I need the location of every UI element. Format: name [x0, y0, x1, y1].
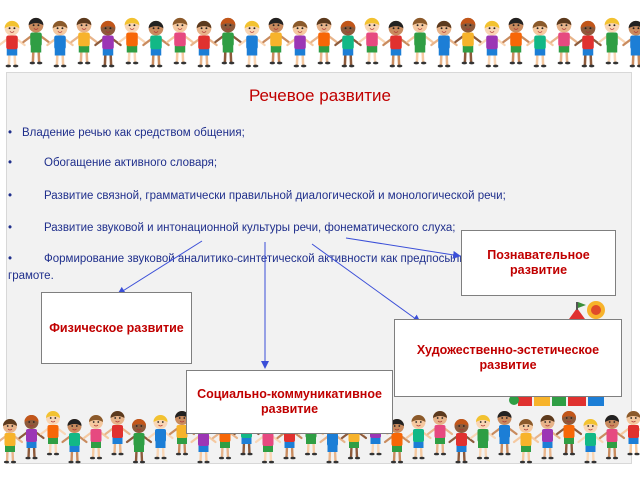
- bullet-item: •Формирование звуковой аналитико-синтети…: [8, 253, 524, 265]
- child-figure: [190, 20, 218, 68]
- child-figure: [142, 20, 170, 68]
- child-figure: [555, 411, 583, 456]
- child-figure: [238, 20, 266, 68]
- box-cognitive-development: Познавательное развитие: [461, 230, 616, 296]
- child-figure: [0, 20, 26, 68]
- child-figure: [534, 415, 561, 460]
- child-figure: [118, 17, 146, 65]
- child-figure: [478, 20, 506, 68]
- child-figure: [262, 17, 290, 65]
- child-figure: [168, 411, 196, 456]
- bullet-item: •Обогащение активного словаря;: [8, 157, 218, 169]
- box-artistic-development: Художественно-эстетическое развитие: [394, 319, 622, 397]
- child-figure: [454, 17, 482, 65]
- child-figure: [512, 419, 540, 464]
- child-figure: [526, 20, 554, 68]
- child-figure: [39, 411, 67, 456]
- children-border-top: [0, 17, 640, 68]
- child-figure: [622, 20, 640, 68]
- child-figure: [61, 419, 88, 464]
- children-border-bottom: [0, 411, 640, 464]
- child-figure: [620, 411, 640, 456]
- bullet-item: •Владение речью как средством общения;: [8, 127, 245, 139]
- child-figure: [574, 20, 602, 68]
- child-figure: [125, 419, 153, 464]
- child-figure: [22, 17, 50, 65]
- child-figure: [469, 415, 497, 460]
- child-figure: [491, 411, 518, 456]
- child-figure: [82, 415, 110, 460]
- child-figure: [577, 419, 604, 464]
- child-figure: [598, 415, 626, 460]
- bullet-item: •Развитие звуковой и интонационной культ…: [8, 222, 456, 234]
- child-figure: [550, 17, 578, 65]
- child-figure: [358, 17, 386, 65]
- child-figure: [310, 17, 338, 65]
- child-figure: [598, 17, 626, 65]
- child-figure: [502, 17, 530, 65]
- child-figure: [94, 20, 122, 68]
- child-figure: [166, 17, 194, 65]
- child-figure: [70, 17, 98, 65]
- bullet-item-continuation: грамоте.: [8, 270, 54, 282]
- child-figure: [214, 17, 242, 65]
- child-figure: [104, 411, 131, 456]
- box-social-development: Социально-коммуникативное развитие: [186, 370, 393, 434]
- child-figure: [383, 419, 411, 464]
- child-figure: [426, 411, 454, 456]
- child-figure: [405, 415, 432, 460]
- box-physical-development: Физическое развитие: [41, 292, 192, 364]
- child-figure: [334, 20, 362, 68]
- child-figure: [0, 419, 24, 464]
- child-figure: [147, 415, 174, 460]
- child-figure: [46, 20, 74, 68]
- child-figure: [406, 17, 434, 65]
- child-figure: [448, 419, 475, 464]
- child-figure: [18, 415, 45, 460]
- slide-title: Речевое развитие: [248, 86, 392, 105]
- bullet-item: •Развитие связной, грамматически правиль…: [8, 190, 506, 202]
- child-figure: [382, 20, 410, 68]
- child-figure: [286, 20, 314, 68]
- child-figure: [430, 20, 458, 68]
